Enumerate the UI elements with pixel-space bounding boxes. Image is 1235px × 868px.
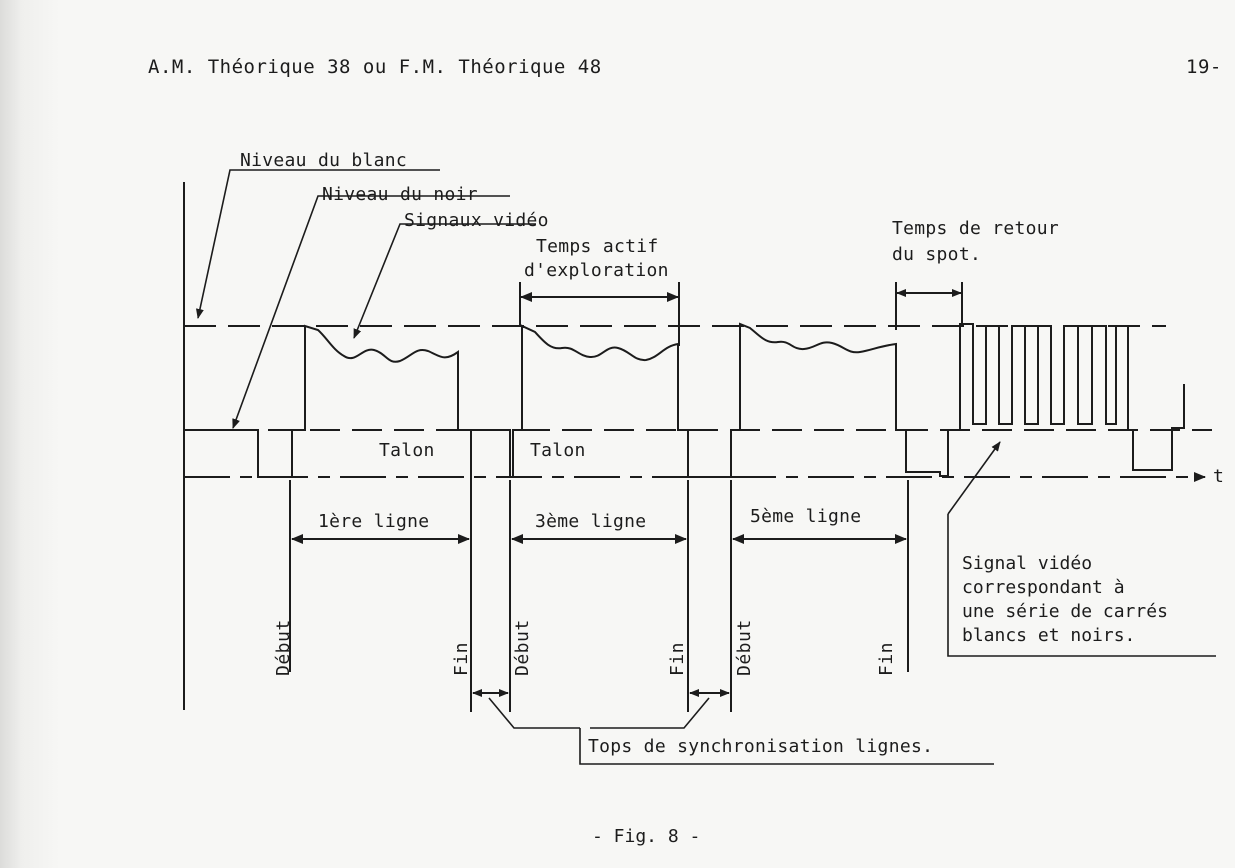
label-debut-1: Début	[273, 619, 294, 676]
label-ligne-1: 1ère ligne	[318, 511, 430, 532]
label-signaux-video: Signaux vidéo	[404, 210, 549, 231]
leader-tops-1	[488, 697, 580, 729]
label-temps-actif: Temps actif	[536, 236, 659, 257]
label-talon-2: Talon	[530, 440, 586, 461]
note-signal-carres: Signal vidéo correspondant à une série d…	[962, 552, 1168, 648]
label-ligne-5: 5ème ligne	[750, 506, 862, 527]
label-ligne-3: 3ème ligne	[535, 511, 647, 532]
leader-signaux-video	[353, 223, 536, 339]
label-axis-t: t	[1213, 466, 1225, 487]
label-fin-2: Fin	[667, 641, 688, 676]
leader-signal-carres	[947, 441, 1001, 515]
video-waveform	[184, 322, 1185, 478]
note-line: Signal vidéo	[962, 553, 1093, 574]
label-niveau-blanc: Niveau du blanc	[240, 150, 408, 171]
note-line: une série de carrés	[962, 601, 1168, 622]
label-talon-1: Talon	[379, 440, 435, 461]
label-debut-3: Début	[734, 619, 755, 676]
label-exploration: d'exploration	[524, 260, 669, 281]
label-debut-2: Début	[512, 619, 533, 676]
note-box	[947, 514, 1216, 657]
leader-niveau-noir	[232, 195, 510, 429]
label-temps-retour: Temps de retour	[892, 218, 1060, 239]
label-du-spot: du spot.	[892, 244, 982, 265]
label-fin-1: Fin	[451, 641, 472, 676]
leader-niveau-blanc	[195, 169, 440, 319]
note-line: blancs et noirs.	[962, 625, 1136, 646]
figure-caption: - Fig. 8 -	[592, 826, 701, 847]
label-niveau-noir: Niveau du noir	[322, 184, 478, 205]
running-header: A.M. Théorique 38 ou F.M. Théorique 48	[148, 56, 602, 78]
note-line: correspondant à	[962, 577, 1125, 598]
label-tops-synchro: Tops de synchronisation lignes.	[588, 736, 934, 757]
page-number: 19-	[1186, 56, 1222, 78]
leader-tops-2	[590, 697, 710, 729]
label-fin-3: Fin	[876, 641, 897, 676]
tops-box	[579, 728, 994, 765]
